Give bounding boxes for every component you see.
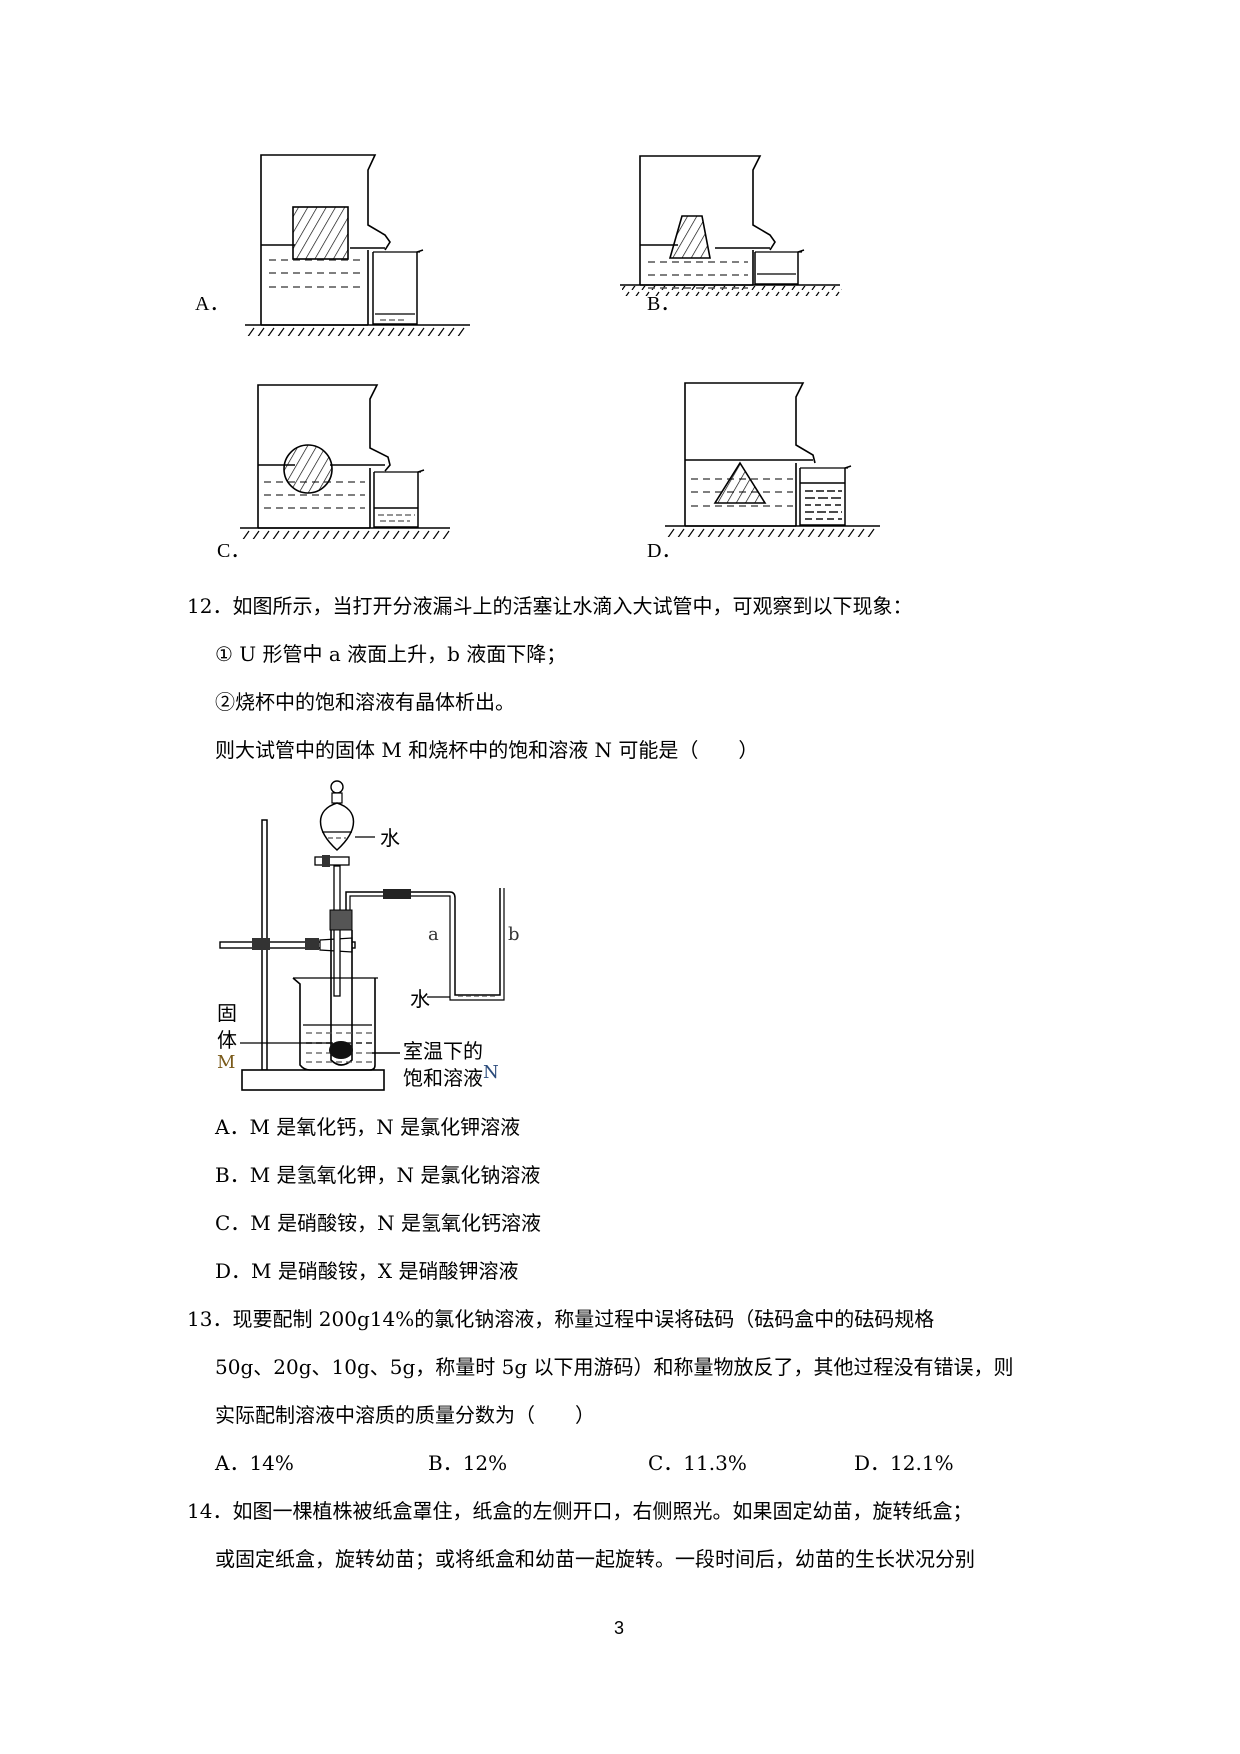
q13-line-3: 实际配制溶液中溶质的质量分数为（ ） [215, 1403, 595, 1427]
q12-option-c[interactable]: C．M 是硝酸铵，N 是氢氧化钙溶液 [215, 1211, 541, 1235]
q11-option-c-label[interactable]: C． [217, 540, 251, 562]
q11-option-d-label[interactable]: D． [647, 540, 682, 562]
apparatus-diagram [219, 780, 505, 1091]
q13-option-d[interactable]: D．12.1% [854, 1451, 954, 1475]
label-solution-2: 饱和溶液 [403, 1066, 483, 1090]
q13-option-a[interactable]: A．14% [215, 1451, 294, 1475]
q12-stem: 12．如图所示，当打开分液漏斗上的活塞让水滴入大试管中，可观察到以下现象： [187, 594, 913, 618]
label-a: a [428, 924, 439, 945]
q12-option-b[interactable]: B．M 是氢氧化钾，N 是氯化钠溶液 [215, 1163, 541, 1187]
label-solid-1: 固 [217, 1001, 237, 1025]
page-number: 3 [614, 1618, 625, 1638]
label-b: b [508, 924, 520, 945]
beaker-cone-diagram [665, 382, 880, 537]
q13-line-1: 13．现要配制 200g14%的氯化钠溶液，称量过程中误将砝码（砝码盒中的砝码规… [187, 1307, 935, 1331]
label-water-funnel: 水 [380, 826, 400, 850]
q14-line-2: 或固定纸盒，旋转幼苗；或将纸盒和幼苗一起旋转。一段时间后，幼苗的生长状况分别 [215, 1547, 975, 1571]
label-solution-n: N [483, 1062, 499, 1083]
beaker-sphere-diagram [240, 384, 452, 539]
q11-option-a-label[interactable]: A． [195, 293, 230, 315]
q12-observation-1: ① U 形管中 a 液面上升，b 液面下降； [215, 642, 567, 666]
q12-observation-2: ②烧杯中的饱和溶液有晶体析出。 [215, 690, 515, 714]
q11-option-b-label[interactable]: B． [647, 293, 681, 315]
q13-line-2: 50g、20g、10g、5g，称量时 5g 以下用游码）和称量物放反了，其他过程… [215, 1355, 1014, 1379]
beaker-trapezoid-diagram [620, 155, 842, 296]
label-water-u-tube: 水 [410, 987, 430, 1011]
q12-option-a[interactable]: A．M 是氧化钙，N 是氯化钾溶液 [215, 1115, 521, 1139]
label-solid-2: 体 [217, 1028, 237, 1052]
label-solution-1: 室温下的 [403, 1039, 483, 1063]
q13-option-b[interactable]: B．12% [428, 1451, 508, 1475]
q12-option-d[interactable]: D．M 是硝酸铵，X 是硝酸钾溶液 [215, 1259, 519, 1283]
q13-option-c[interactable]: C．11.3% [648, 1451, 747, 1475]
q14-line-1: 14．如图一棵植株被纸盒罩住，纸盒的左侧开口，右侧照光。如果固定幼苗，旋转纸盒； [187, 1499, 973, 1523]
beaker-block-diagram [245, 154, 470, 336]
q12-question: 则大试管中的固体 M 和烧杯中的饱和溶液 N 可能是（ ） [215, 738, 759, 762]
label-solid-m: M [217, 1052, 236, 1073]
